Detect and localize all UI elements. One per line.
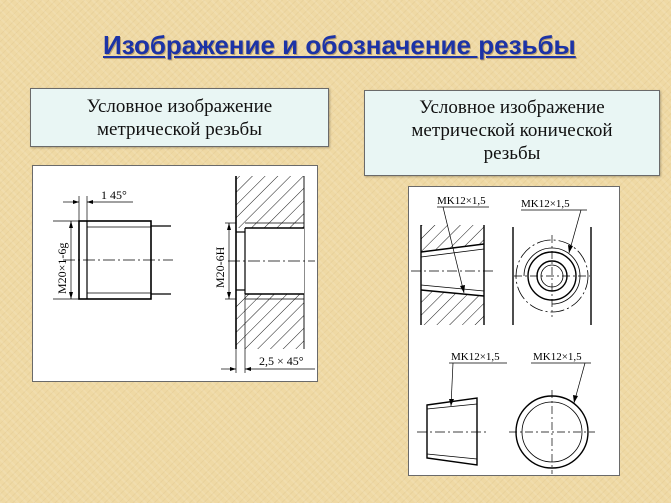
conical-external-view: MK12×1,5 — [417, 351, 507, 466]
conical-internal-end-view: MK12×1,5 — [512, 198, 592, 325]
undercut-label: 2,5 × 45° — [259, 354, 304, 368]
conical-thread-svg: MK12×1,5 MK12×1,5 MK12×1, — [411, 195, 595, 474]
mk-label-1: MK12×1,5 — [437, 195, 486, 207]
conical-external-end-view: MK12×1,5 — [509, 351, 595, 474]
metric-thread-drawing: 1 45° M20×1-6g M20-6H — [32, 165, 318, 382]
caption-line-1: Условное изображение — [86, 96, 273, 117]
internal-thread-label: M20-6H — [213, 246, 227, 288]
mk-label-3: MK12×1,5 — [451, 351, 500, 363]
external-thread-view: 1 45° M20×1-6g — [53, 188, 173, 300]
metric-thread-svg: 1 45° M20×1-6g M20-6H — [53, 176, 315, 373]
caption-conical-thread: Условное изображение метрической коничес… — [364, 90, 660, 176]
conical-internal-section: MK12×1,5 — [411, 195, 495, 325]
mk-label-4: MK12×1,5 — [533, 351, 582, 363]
conical-thread-drawing: MK12×1,5 MK12×1,5 MK12×1, — [408, 186, 620, 476]
mk-label-2: MK12×1,5 — [521, 198, 570, 210]
chamfer-label: 1 45° — [101, 188, 127, 202]
internal-thread-view: M20-6H 2,5 × 45° — [213, 176, 315, 373]
page-title: Изображение и обозначение резьбы — [103, 30, 576, 60]
caption-line-1: Условное изображение — [419, 97, 605, 118]
caption-line-2: метрической конической — [411, 120, 613, 141]
caption-line-2: метрической резьбы — [96, 119, 262, 140]
caption-line-3: резьбы — [483, 143, 541, 164]
external-thread-label: M20×1-6g — [55, 243, 69, 294]
caption-metric-thread: Условное изображение метрической резьбы — [30, 88, 329, 147]
